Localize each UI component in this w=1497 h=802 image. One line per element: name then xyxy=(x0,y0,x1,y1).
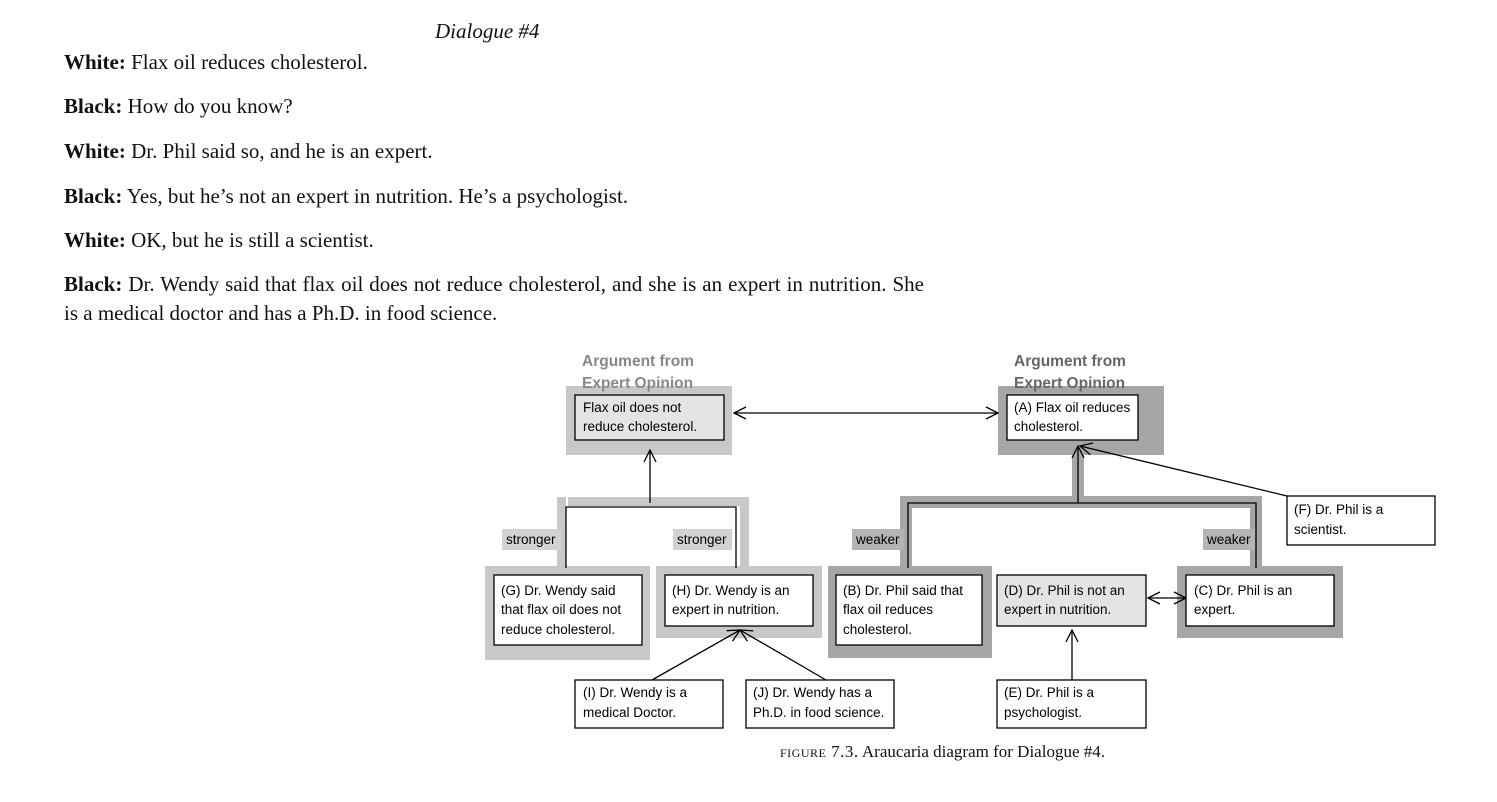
dialogue-title: Dialogue #4 xyxy=(435,19,540,43)
svg-text:(J) Dr. Wendy has aPh.D. in fo: (J) Dr. Wendy has aPh.D. in food science… xyxy=(753,685,884,720)
connector-lines xyxy=(565,413,1288,681)
tag-stronger-h: stronger xyxy=(673,529,732,550)
svg-text:weaker: weaker xyxy=(855,532,900,547)
dialogue-line-4: Black: Yes, but he’s not an expert in nu… xyxy=(64,182,628,211)
utterance: OK, but he is still a scientist. xyxy=(125,228,374,252)
dialogue-line-2: Black: How do you know? xyxy=(64,92,293,121)
dialogue-line-6: Black: Dr. Wendy said that flax oil does… xyxy=(64,270,924,328)
dialogue-line-1: White: Flax oil reduces cholesterol. xyxy=(64,48,368,77)
utterance: Dr. Phil said so, and he is an expert. xyxy=(125,139,433,163)
figure-label: figure 7.3. xyxy=(780,742,859,761)
tag-weaker-b: weaker xyxy=(852,529,904,550)
speaker-label: Black: xyxy=(64,184,123,208)
speaker-label: White: xyxy=(64,139,126,163)
dialogue-line-3: White: Dr. Phil said so, and he is an ex… xyxy=(64,137,433,166)
speaker-label: Black: xyxy=(64,272,123,296)
svg-text:stronger: stronger xyxy=(506,532,556,547)
utterance: Dr. Wendy said that flax oil does not re… xyxy=(64,272,924,325)
caption-text: Araucaria diagram for Dialogue #4. xyxy=(858,742,1105,761)
speaker-label: Black: xyxy=(64,94,123,118)
speaker-label: White: xyxy=(64,50,126,74)
dialogue-line-5: White: OK, but he is still a scientist. xyxy=(64,226,374,255)
utterance: Flax oil reduces cholesterol. xyxy=(125,50,368,74)
tag-weaker-c: weaker xyxy=(1203,529,1255,550)
svg-text:weaker: weaker xyxy=(1206,532,1251,547)
utterance: Yes, but he’s not an expert in nutrition… xyxy=(122,184,629,208)
svg-text:stronger: stronger xyxy=(677,532,727,547)
speaker-label: White: xyxy=(64,228,126,252)
utterance: How do you know? xyxy=(122,94,293,118)
figure-caption: figure 7.3. Araucaria diagram for Dialog… xyxy=(780,742,1105,762)
tag-stronger-g: stronger xyxy=(502,529,561,550)
